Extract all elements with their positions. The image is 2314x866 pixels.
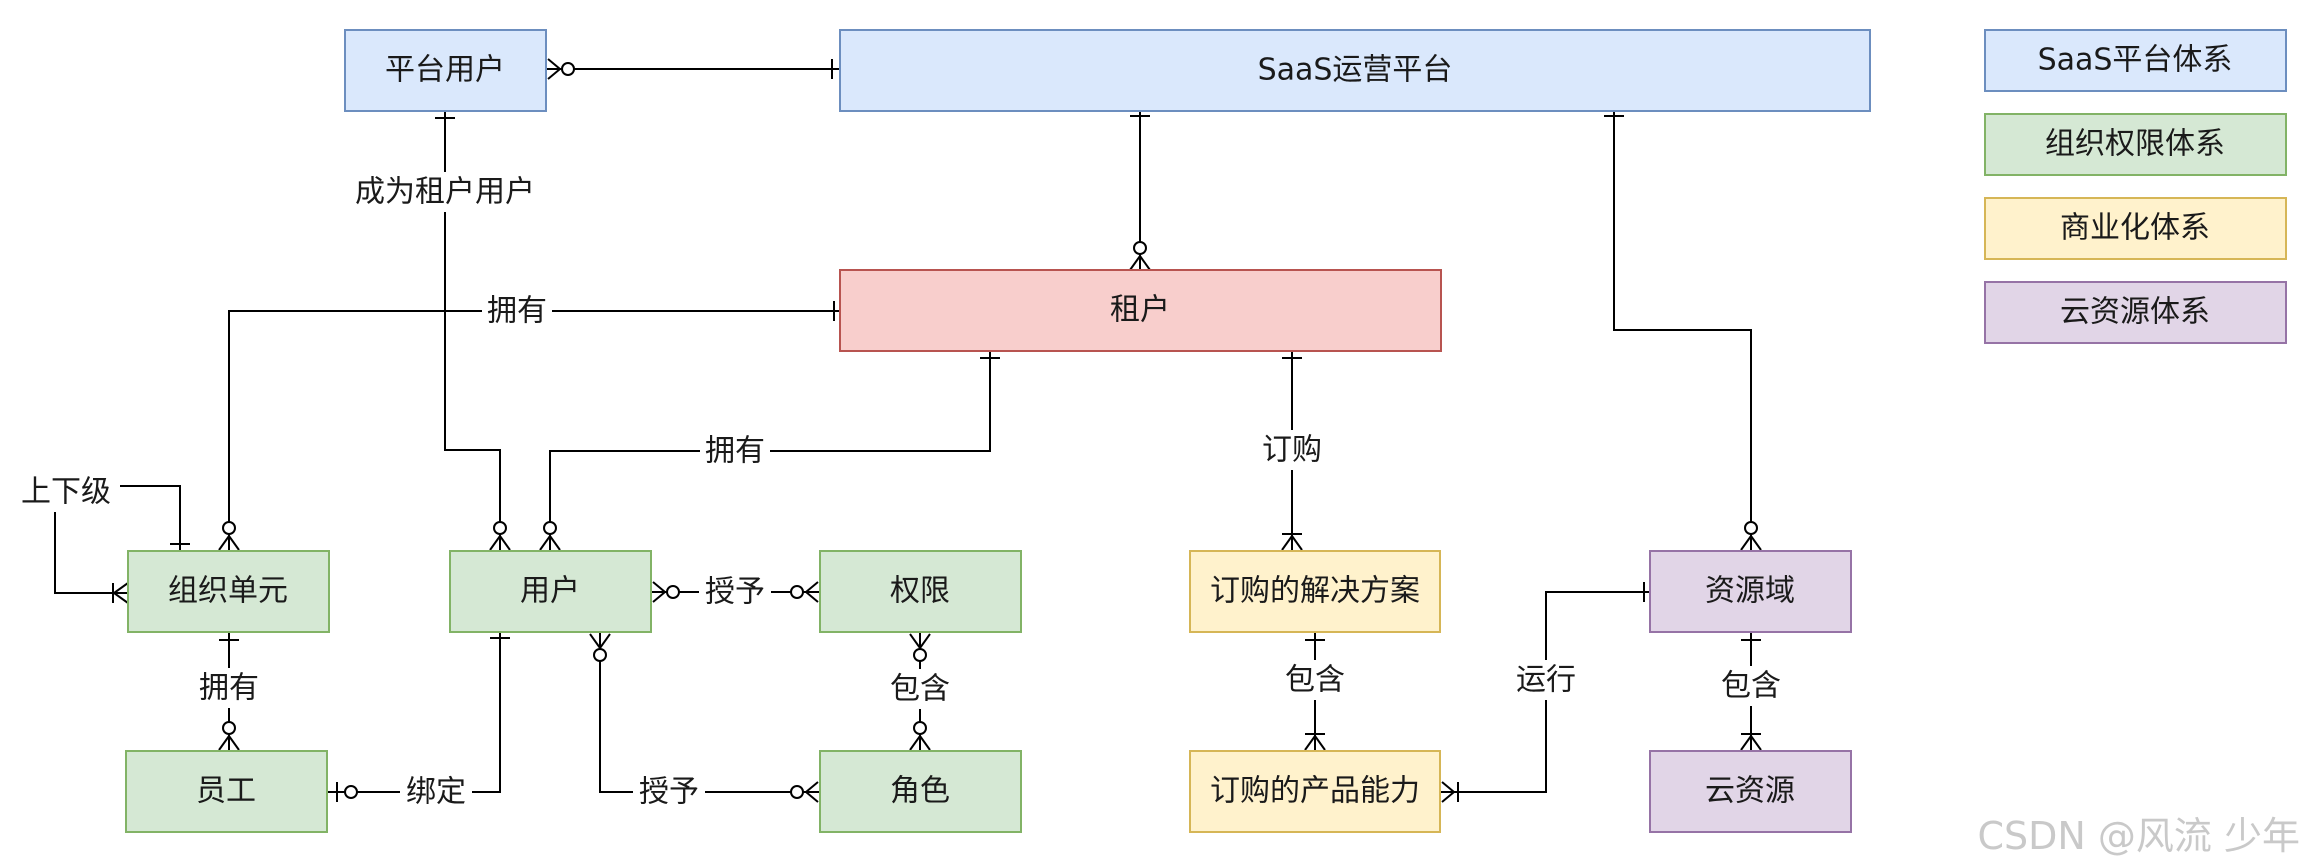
cloud-resource-label: 云资源	[1705, 774, 1795, 809]
label-hierarchy: 上下级	[21, 475, 111, 510]
label-run: 运行	[1516, 663, 1576, 698]
org-unit-label: 组织单元	[168, 574, 288, 609]
label-grant-permission: 授予	[705, 575, 765, 610]
edge-resourcedomain-capability: 运行	[1440, 582, 1650, 803]
watermark: CSDN @风流 少年	[1977, 814, 2301, 858]
legend: SaaS平台体系 组织权限体系 商业化体系 云资源体系	[1984, 29, 2287, 344]
edge-user-permission: 授予	[651, 574, 820, 610]
label-own-user: 拥有	[705, 434, 765, 469]
node-user[interactable]: 用户	[449, 550, 652, 633]
user-label: 用户	[520, 574, 580, 609]
label-bind: 绑定	[406, 775, 466, 810]
platform-user-label: 平台用户	[385, 53, 505, 88]
tenant-label: 租户	[1110, 293, 1170, 328]
node-saas-platform[interactable]: SaaS运营平台	[839, 29, 1871, 112]
node-resource-domain[interactable]: 资源域	[1649, 550, 1852, 633]
legend-item-org: 组织权限体系	[1984, 113, 2287, 176]
node-permission[interactable]: 权限	[819, 550, 1022, 633]
edge-tenant-solution: 订购	[1257, 352, 1327, 551]
legend-item-cloud: 云资源体系	[1984, 281, 2287, 344]
edge-saas-tenant	[1129, 112, 1151, 271]
edge-user-role: 授予	[589, 632, 820, 810]
label-domain-contains: 包含	[1721, 669, 1781, 704]
edge-orgunit-hierarchy: 上下级	[12, 472, 190, 604]
label-own-org: 拥有	[487, 294, 547, 329]
employee-label: 员工	[196, 774, 256, 809]
legend-item-biz: 商业化体系	[1984, 197, 2287, 260]
edge-tenant-user: 拥有	[539, 352, 1000, 551]
role-label: 角色	[890, 774, 950, 809]
edge-resourcedomain-cloud: 包含	[1716, 632, 1786, 751]
edge-orgunit-employee: 拥有	[194, 632, 264, 751]
edge-platformuser-saas	[546, 58, 840, 80]
saas-platform-label: SaaS运营平台	[1258, 53, 1453, 88]
legend-cloud-label: 云资源体系	[2060, 295, 2210, 330]
label-become-tenant-user: 成为租户用户	[355, 175, 535, 210]
edge-permission-role: 包含	[885, 632, 955, 751]
label-grant-role: 授予	[639, 775, 699, 810]
node-cloud-resource[interactable]: 云资源	[1649, 750, 1852, 833]
product-capability-label: 订购的产品能力	[1210, 774, 1420, 809]
legend-saas-label: SaaS平台体系	[2038, 43, 2233, 78]
edge-tenant-orgunit: 拥有	[218, 293, 840, 551]
edge-user-employee: 绑定	[327, 632, 510, 810]
node-product-capability[interactable]: 订购的产品能力	[1189, 750, 1441, 833]
legend-item-saas: SaaS平台体系	[1984, 29, 2287, 92]
legend-org-label: 组织权限体系	[2045, 127, 2225, 162]
node-role[interactable]: 角色	[819, 750, 1022, 833]
label-own-employee: 拥有	[199, 671, 259, 706]
solution-label: 订购的解决方案	[1210, 574, 1420, 609]
label-solution-contains: 包含	[1285, 663, 1345, 698]
edge-platformuser-user: 成为租户用户	[350, 112, 540, 551]
node-org-unit[interactable]: 组织单元	[127, 550, 330, 633]
node-employee[interactable]: 员工	[125, 750, 328, 833]
edge-solution-capability: 包含	[1280, 632, 1350, 751]
permission-label: 权限	[890, 574, 950, 609]
label-role-contains: 包含	[890, 672, 950, 707]
edge-saas-resourcedomain	[1604, 112, 1762, 551]
node-solution[interactable]: 订购的解决方案	[1189, 550, 1441, 633]
legend-biz-label: 商业化体系	[2060, 211, 2210, 246]
label-subscribe: 订购	[1262, 433, 1322, 468]
node-tenant[interactable]: 租户	[839, 269, 1442, 352]
node-platform-user[interactable]: 平台用户	[344, 29, 547, 112]
resource-domain-label: 资源域	[1705, 574, 1795, 609]
